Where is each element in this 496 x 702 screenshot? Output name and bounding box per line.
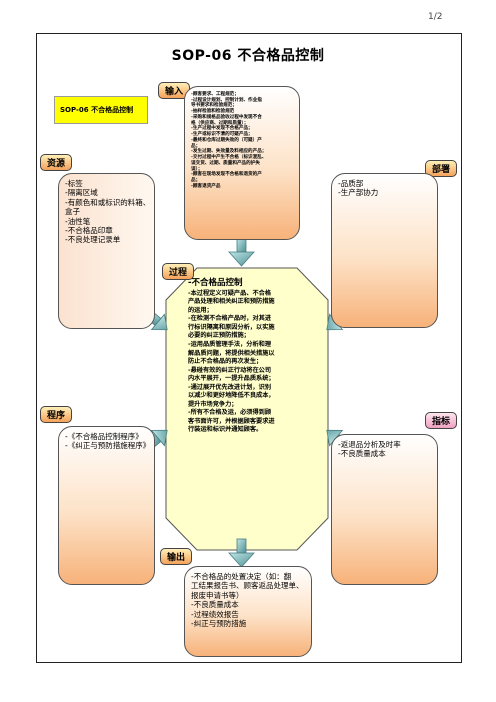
input-item: 导书要求和检验规范；	[191, 103, 237, 109]
tab-output: 输出	[160, 548, 193, 565]
resources-box: -标签-隔离区域-有颜色和或标识的料箱、盒子-油性笔-不合格品印章-不良处理记录…	[58, 173, 155, 329]
process-item: 内水平展开，一提升品质系统；	[188, 375, 275, 383]
process-heading: -不合格品控制	[188, 278, 243, 288]
process-item: -本过程定义可疑产品、不合格	[188, 289, 272, 297]
process-item: 以减少和更好地降低不良成本，	[188, 392, 275, 400]
tab-resources: 资源	[40, 154, 73, 171]
input-item: -生产或标识不清的可疑产品；	[191, 132, 253, 138]
input-item: 品；	[191, 178, 201, 184]
output-item: -过程绩效报告	[191, 609, 239, 619]
department-item: -品质部	[338, 179, 364, 188]
resources-item: -不合格品印章	[65, 225, 113, 235]
sop-tag: SOP-06 不合格品控制	[54, 96, 148, 124]
process-item: 的运用；	[188, 306, 213, 314]
input-item: 误）；	[191, 166, 203, 172]
tab-indicator: 指标	[425, 412, 458, 429]
page-title: SOP-06 不合格品控制	[171, 48, 325, 64]
process-item: 解品质问题，将提供相关措施以	[188, 349, 275, 357]
indicator-item: -返退品分析及时率	[338, 440, 401, 449]
process-item: -所有不合格及运，必须得到顾	[188, 409, 272, 417]
input-item: -生产过程中发现不合格产品；	[191, 126, 253, 132]
input-item: -顾客退货产品	[191, 183, 221, 189]
indicator-item: -不良质量成本	[338, 449, 386, 459]
input-item: -过程设计规划、控制计划、作业指	[191, 97, 262, 103]
process-item: -运用品质管理手法，分析和理	[188, 341, 272, 348]
procedure-item: -《不合格品控制程序》	[65, 432, 143, 441]
process-item: 客书面许可，并根据顾客要求进	[188, 417, 275, 425]
process-item: 必要的纠正预防措施；	[188, 332, 250, 340]
department-box: -品质部-生产部协力	[331, 173, 438, 328]
process-item: 防止不合格品的再次发生；	[188, 358, 263, 366]
page-frame	[36, 33, 462, 663]
process-octagon	[165, 267, 329, 551]
resources-item: -有颜色和或标识的料箱、	[65, 197, 151, 207]
tab-process: 过程	[162, 263, 195, 280]
process-item: 提升市场竞争力；	[188, 400, 238, 408]
process-item: 行装运和标识并通知顾客。	[188, 426, 263, 434]
process-item: -悬碰有效的纠正行动将在公司	[188, 366, 272, 374]
process-item: -通过展开优先改进计划，识别	[188, 383, 272, 391]
input-item: -交付过程中产生不合格（标识混乱、	[191, 155, 267, 161]
output-box: -不合格品的处置决定（如：翻工结果报告书、顾客返品处理单、报废申请书等）-不良质…	[184, 566, 312, 657]
input-item: 格（供应商、过期和质量）；	[191, 120, 249, 126]
tab-department: 部署	[425, 160, 458, 177]
process-content: -不合格品控制 -本过程定义可疑产品、不合格产品处理和相关纠正和预防措施的运用；…	[188, 278, 316, 435]
resources-item: -标签	[65, 179, 83, 188]
input-item: -顾客要求、工程规范；	[191, 92, 239, 97]
process-item: -在检测不合格产品时，对其进	[188, 315, 272, 323]
process-item: 产品处理和相关纠正和预防措施	[188, 298, 275, 306]
resources-item: -油性笔	[65, 216, 91, 226]
process-item: 行标识隔离和原因分析，以实施	[188, 323, 275, 331]
arrow-down-input-icon	[228, 237, 255, 267]
input-item: -最终和仓库过期失效的（可疑）产	[191, 137, 262, 143]
resources-item: 盒子	[65, 207, 80, 217]
page-number: 1/2	[428, 12, 443, 22]
input-item: 误交货、过期、质量和产品的护失	[191, 160, 260, 166]
output-item: -不合格品的处置决定（如：翻	[191, 572, 292, 581]
output-item: 工结果报告书、顾客返品处理单、	[191, 581, 304, 591]
output-item: -不良质量成本	[191, 600, 239, 610]
department-item: -生产部协力	[338, 188, 379, 198]
input-box: -顾客要求、工程规范；-过程设计规划、控制计划、作业指导书要求和检验规范；-抽样…	[184, 86, 300, 240]
resources-item: -隔离区域	[65, 188, 98, 198]
input-item: -采购和规格品验收过程中发现不合	[191, 114, 262, 120]
resources-item: -不良处理记录单	[65, 235, 121, 245]
arrow-down-output-icon	[228, 538, 255, 568]
input-item: -发生过期、失效量及料相应的产品；	[191, 149, 267, 155]
output-item: -纠正与预防措施	[191, 618, 247, 628]
tab-procedure: 程序	[40, 406, 73, 423]
output-item: 报废申请书等）	[191, 590, 244, 600]
input-item: 品；	[191, 143, 201, 149]
procedure-box: -《不合格品控制程序》-《纠正与预防措施程序》	[58, 426, 155, 585]
procedure-item: -《纠正与预防措施程序》	[65, 441, 151, 451]
input-item: -抽样检验和检验规范	[191, 109, 235, 115]
indicator-box: -返退品分析及时率-不良质量成本	[331, 434, 438, 585]
input-item: -顾客在现场发现不合格和退货的产	[191, 172, 262, 178]
